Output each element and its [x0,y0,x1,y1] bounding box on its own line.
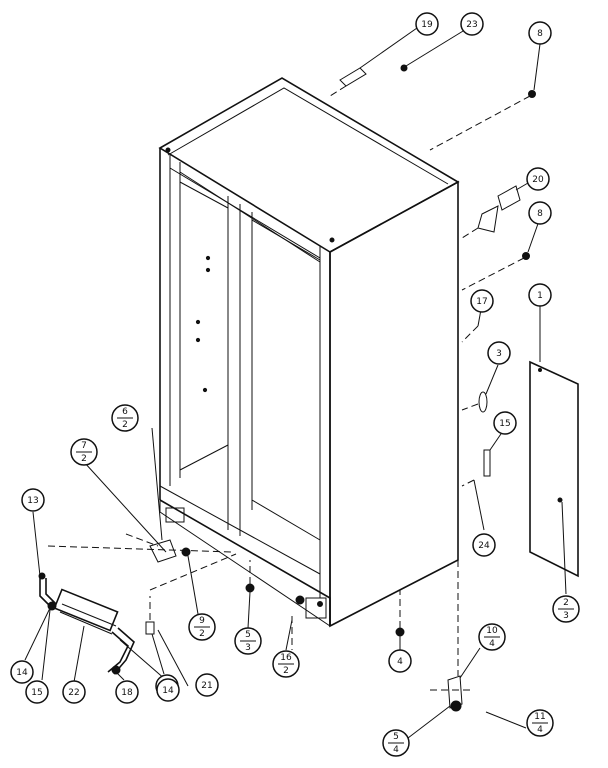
callout-9-2: 9 2 [188,613,216,641]
callout-22: 22 [62,680,86,704]
callout-17: 17 [470,289,494,313]
callout-2-3: 2 3 [552,595,580,623]
callout-18: 18 [115,680,139,704]
callout-19: 19 [415,12,439,36]
svg-text:2: 2 [199,629,205,639]
rear-panel [529,360,579,578]
callout-10-4: 10 4 [478,623,506,651]
callout-5-3: 5 3 [234,627,262,655]
svg-text:23: 23 [466,20,477,30]
svg-text:5: 5 [393,732,399,742]
svg-text:10: 10 [486,626,498,636]
svg-text:18: 18 [121,688,133,698]
svg-text:20: 20 [532,175,544,185]
callout-24: 24 [472,533,496,557]
svg-text:4: 4 [489,639,495,649]
callout-15-bottom: 15 [25,680,49,704]
svg-text:17: 17 [476,297,487,307]
svg-text:2: 2 [81,454,87,464]
svg-text:4: 4 [393,745,399,755]
callout-20: 20 [526,167,550,191]
svg-text:13: 13 [27,496,38,506]
callout-15-right: 15 [493,411,517,435]
svg-text:3: 3 [245,643,251,653]
svg-text:7: 7 [81,441,87,451]
callout-8-middle: 8 [528,201,552,225]
svg-text:8: 8 [537,209,543,219]
callout-16-2: 16 2 [272,650,300,678]
callout-5-4: 5 4 [382,729,410,757]
svg-text:3: 3 [496,349,502,359]
svg-text:8: 8 [537,29,543,39]
callout-4: 4 [388,649,412,673]
svg-text:16: 16 [280,653,292,663]
callouts: 19 23 8 20 8 1 17 3 [10,12,580,757]
callout-21: 21 [195,673,219,697]
svg-text:2: 2 [563,598,569,608]
callout-7-2: 7 2 [70,438,98,466]
leader-lines [24,27,567,739]
callout-3: 3 [487,341,511,365]
svg-text:9: 9 [199,616,205,626]
cabinet-side [329,180,459,628]
svg-text:15: 15 [31,688,42,698]
callout-8-top: 8 [528,21,552,45]
svg-text:14: 14 [16,668,28,678]
svg-text:14: 14 [162,686,174,696]
callout-14-lower: 14 [156,678,180,702]
svg-text:21: 21 [201,681,212,691]
callout-23: 23 [460,12,484,36]
svg-text:24: 24 [478,541,490,551]
callout-6-2: 6 2 [111,404,139,432]
svg-text:22: 22 [68,688,79,698]
svg-text:2: 2 [283,666,289,676]
svg-text:3: 3 [563,611,569,621]
svg-text:19: 19 [421,20,433,30]
callout-14-left: 14 [10,660,34,684]
svg-text:6: 6 [122,407,128,417]
callout-13: 13 [21,488,45,512]
callout-1: 1 [528,283,552,307]
svg-text:15: 15 [499,419,510,429]
svg-text:11: 11 [534,712,545,722]
callout-11-4: 11 4 [526,709,554,737]
svg-text:1: 1 [537,291,543,301]
cabinet [158,77,460,628]
cabinet-top [158,77,460,253]
svg-text:4: 4 [397,657,403,667]
svg-text:4: 4 [537,725,543,735]
parts [38,64,579,712]
svg-text:2: 2 [122,420,128,430]
svg-text:5: 5 [245,630,251,640]
